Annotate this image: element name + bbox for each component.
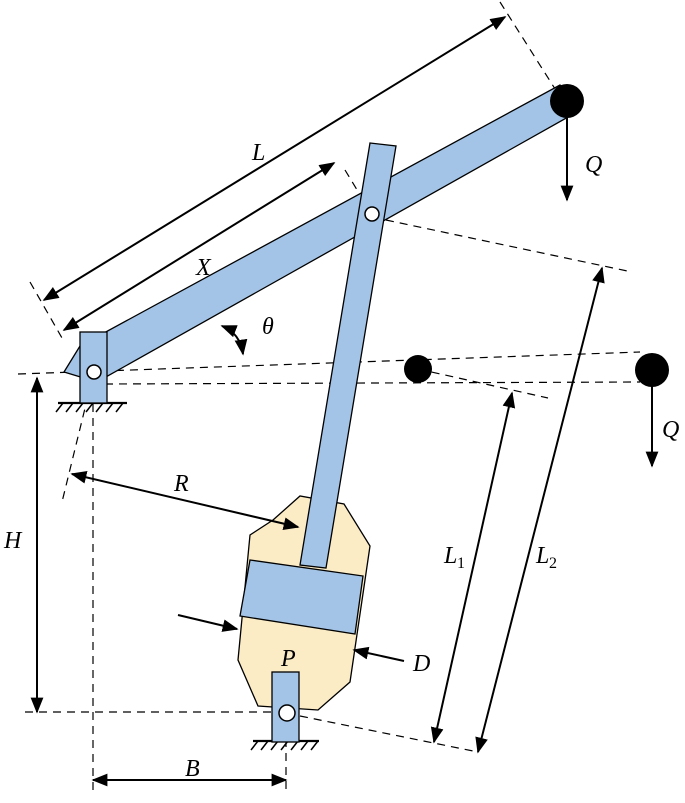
label-L2: L: [535, 543, 549, 569]
base-pin: [278, 704, 296, 722]
dimension-L2: [475, 266, 605, 754]
mass-top: [550, 84, 584, 118]
mass-middle: [404, 355, 432, 383]
label-Q-top: Q: [585, 152, 602, 178]
angle-theta-arc: [220, 325, 248, 356]
label-L1-subscript: 1: [457, 555, 465, 572]
label-Q-right: Q: [662, 417, 679, 443]
label-L1: L: [443, 543, 457, 569]
label-D: D: [412, 651, 430, 677]
label-theta: θ: [262, 314, 274, 340]
label-X: X: [195, 255, 212, 281]
label-R: R: [173, 471, 189, 497]
arm-end-extension-line: [499, 1, 558, 93]
label-H: H: [3, 528, 23, 554]
piston: [239, 559, 364, 635]
label-L: L: [251, 140, 265, 166]
pivot-pin: [86, 364, 102, 380]
label-P: P: [280, 646, 296, 672]
arm-start-extension-line: [29, 281, 63, 339]
base-perpendicular-line: [299, 715, 479, 753]
radius-extension-line: [61, 395, 89, 503]
dimension-R: [70, 471, 300, 530]
horizontal-reference-line-lower: [104, 381, 641, 385]
label-L2-subscript: 2: [549, 555, 557, 572]
diameter-arrow-right: [352, 646, 405, 662]
diameter-arrow-left: [177, 614, 239, 632]
dimension-X: [62, 162, 336, 331]
mass-right: [635, 353, 669, 387]
lower-arm-end-line: [417, 368, 549, 399]
rod-pin: [364, 206, 380, 222]
label-B: B: [185, 756, 200, 782]
top-ground-support: [55, 401, 127, 413]
pivot-perpendicular-line: [385, 219, 633, 273]
